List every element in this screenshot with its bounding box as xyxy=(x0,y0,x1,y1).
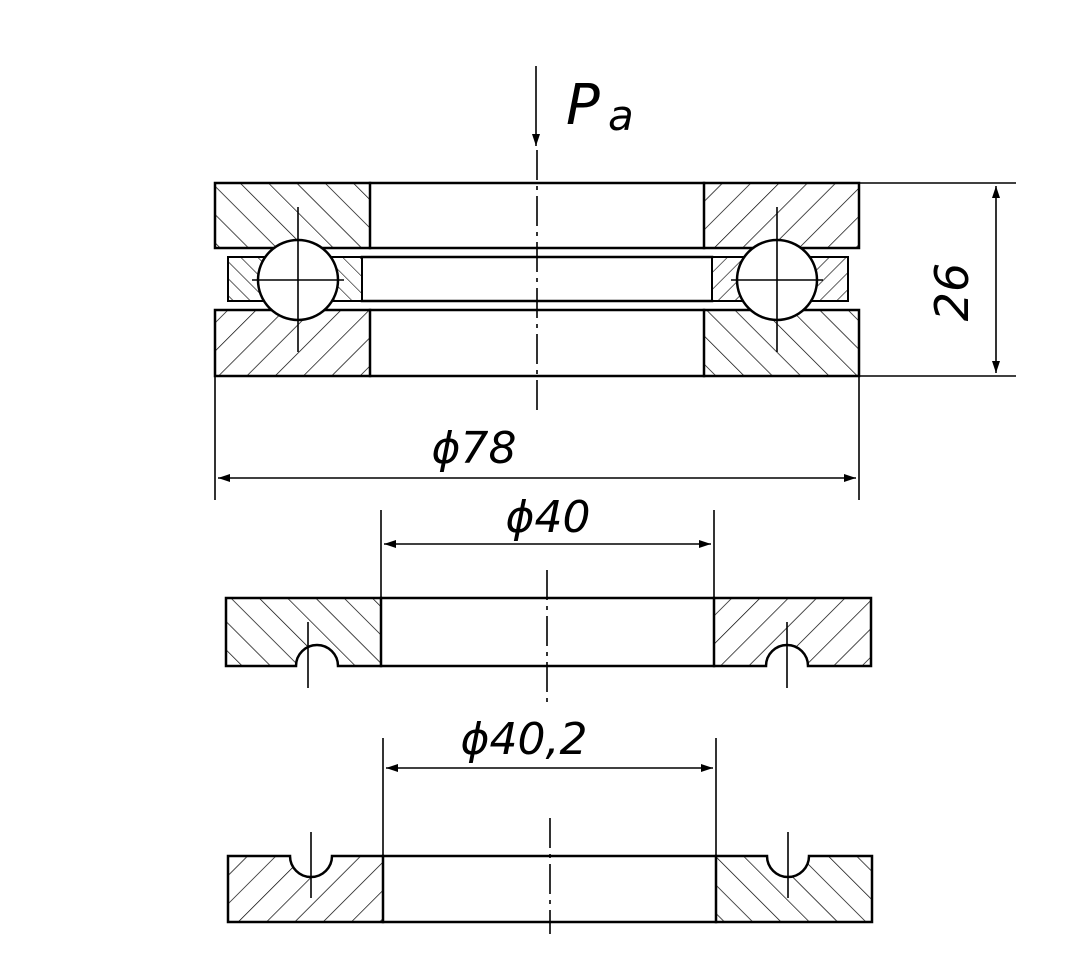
top-washer-left-section xyxy=(213,181,372,250)
load-label-subscript: a xyxy=(608,91,634,140)
outer-diameter-label: ϕ78 xyxy=(431,423,516,474)
bottom-washer-left-section xyxy=(213,308,372,378)
shaft-washer-left-section xyxy=(224,596,383,668)
shaft-washer-detail: ϕ40 xyxy=(224,492,873,702)
height-dimension-label: 26 xyxy=(925,263,979,322)
housing-washer-left-section xyxy=(226,854,385,924)
housing-washer-right-section xyxy=(714,854,874,924)
top-washer-right-section xyxy=(702,181,861,250)
housing-washer-detail: ϕ40,2 xyxy=(226,714,874,934)
load-label: P xyxy=(566,73,600,138)
housing-washer-bore-label: ϕ40,2 xyxy=(461,714,588,765)
shaft-washer-bore-label: ϕ40 xyxy=(505,492,590,543)
shaft-washer-right-section xyxy=(712,596,873,668)
assembly-view: P a 26 ϕ78 xyxy=(213,66,1016,500)
